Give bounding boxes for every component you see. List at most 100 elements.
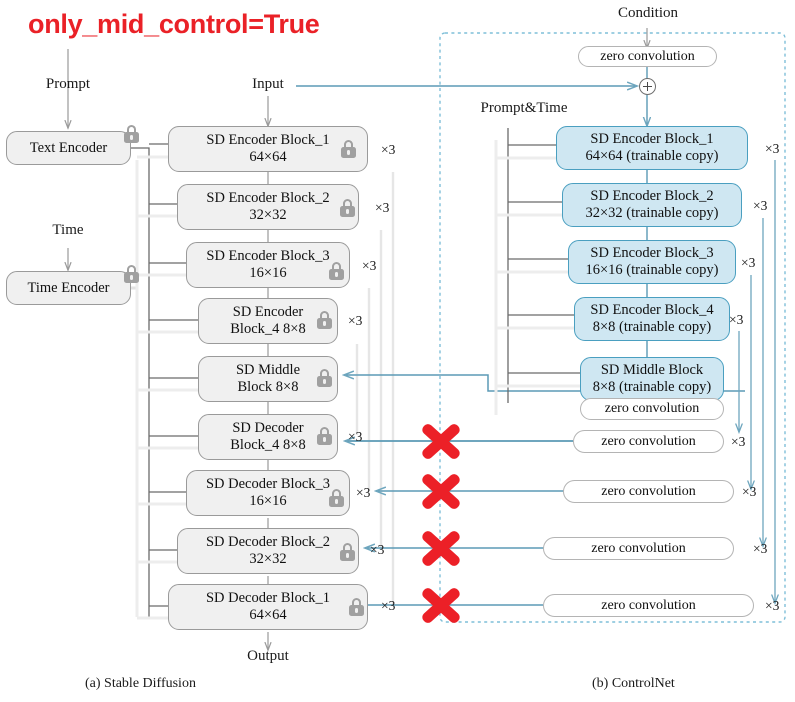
lock-icon [329, 262, 344, 280]
block-label-line2: 32×32 (trainable copy) [585, 205, 719, 221]
zero-convolution-label: zero convolution [600, 48, 695, 64]
multiplier-label: ×3 [742, 484, 757, 499]
block-label-line2: 16×16 (trainable copy) [585, 262, 719, 278]
block-label-line2: Block_4 8×8 [230, 437, 306, 453]
block-time-encoder-label: Time Encoder [27, 279, 110, 296]
block-label-line1: SD Encoder Block_1 [206, 132, 330, 149]
block-label-line1: SD Encoder Block_2 [590, 188, 714, 205]
block-label-line1: SD Decoder Block_3 [205, 476, 331, 493]
zero-convolution-1[interactable]: zero convolution [573, 430, 724, 453]
block-sd-decoder-3[interactable]: SD Decoder Block_3 16×16 [186, 470, 350, 516]
block-sd-encoder-2[interactable]: SD Encoder Block_2 32×32 [177, 184, 359, 230]
block-label-line1: SD Encoder Block_1 [590, 131, 714, 148]
multiplier-label: ×3 [753, 541, 768, 556]
block-label-line2: 64×64 [249, 607, 287, 623]
block-label-line1: SD Middle [235, 362, 301, 379]
multiplier-label: ×3 [753, 198, 768, 213]
block-text-encoder[interactable]: Text Encoder [6, 131, 131, 165]
disabled-connection-x-icon [418, 468, 464, 514]
multiplier-label: ×3 [741, 255, 756, 270]
label-prompt: Prompt [45, 76, 91, 92]
multiplier-label: ×3 [348, 429, 363, 444]
block-label-line1: SD Encoder Block_2 [206, 190, 330, 207]
zero-convolution-2[interactable]: zero convolution [563, 480, 734, 503]
block-sd-middle[interactable]: SD Middle Block 8×8 [198, 356, 338, 402]
caption-controlnet: (b) ControlNet [592, 676, 675, 691]
zero-convolution-mid[interactable]: zero convolution [580, 398, 724, 420]
add-operator-icon [639, 78, 656, 95]
lock-icon [124, 265, 139, 283]
block-sd-decoder-2[interactable]: SD Decoder Block_2 32×32 [177, 528, 359, 574]
zero-convolution-top[interactable]: zero convolution [578, 46, 717, 67]
label-condition: Condition [617, 5, 678, 21]
block-label-line2: 32×32 [249, 207, 287, 223]
lock-icon [317, 369, 332, 387]
lock-icon [340, 199, 355, 217]
block-label-line1: SD Middle Block [600, 362, 704, 379]
block-cn-middle[interactable]: SD Middle Block 8×8 (trainable copy) [580, 357, 724, 401]
multiplier-label: ×3 [731, 434, 746, 449]
block-label-line2: 16×16 [249, 493, 287, 509]
block-sd-decoder-1[interactable]: SD Decoder Block_1 64×64 [168, 584, 368, 630]
multiplier-label: ×3 [348, 313, 363, 328]
caption-stable-diffusion: (a) Stable Diffusion [85, 676, 196, 691]
block-text-encoder-label: Text Encoder [29, 139, 108, 156]
block-cn-encoder-1[interactable]: SD Encoder Block_1 64×64 (trainable copy… [556, 126, 748, 170]
zero-convolution-label: zero convolution [591, 540, 686, 556]
block-sd-encoder-3[interactable]: SD Encoder Block_3 16×16 [186, 242, 350, 288]
block-label-line1: SD Encoder [232, 304, 304, 321]
lock-icon [317, 311, 332, 329]
block-label-line1: SD Decoder Block_1 [205, 590, 331, 607]
zero-convolution-label: zero convolution [601, 483, 696, 499]
block-cn-encoder-2[interactable]: SD Encoder Block_2 32×32 (trainable copy… [562, 183, 742, 227]
zero-convolution-label: zero convolution [604, 401, 700, 417]
label-output: Output [247, 648, 289, 664]
multiplier-label: ×3 [381, 142, 396, 157]
label-prompt-time: Prompt&Time [480, 100, 568, 116]
label-time: Time [52, 222, 84, 238]
lock-icon [329, 489, 344, 507]
zero-convolution-3[interactable]: zero convolution [543, 537, 734, 560]
block-label-line1: SD Encoder Block_3 [590, 245, 714, 262]
block-label-line2: Block 8×8 [237, 379, 299, 395]
multiplier-label: ×3 [729, 312, 744, 327]
multiplier-label: ×3 [375, 200, 390, 215]
block-sd-decoder-4[interactable]: SD Decoder Block_4 8×8 [198, 414, 338, 460]
block-sd-encoder-1[interactable]: SD Encoder Block_1 64×64 [168, 126, 368, 172]
disabled-connection-x-icon [418, 418, 464, 464]
block-label-line2: 32×32 [249, 551, 287, 567]
multiplier-label: ×3 [381, 598, 396, 613]
block-label-line1: SD Encoder Block_3 [206, 248, 330, 265]
block-label-line2: 16×16 [249, 265, 287, 281]
block-cn-encoder-4[interactable]: SD Encoder Block_4 8×8 (trainable copy) [574, 297, 730, 341]
zero-convolution-label: zero convolution [601, 433, 696, 449]
block-label-line2: 8×8 (trainable copy) [592, 319, 712, 335]
lock-icon [341, 140, 356, 158]
block-label-line2: Block_4 8×8 [230, 321, 306, 337]
block-label-line2: 8×8 (trainable copy) [592, 379, 712, 395]
label-input: Input [252, 76, 284, 92]
block-time-encoder[interactable]: Time Encoder [6, 271, 131, 305]
lock-icon [317, 427, 332, 445]
block-sd-encoder-4[interactable]: SD Encoder Block_4 8×8 [198, 298, 338, 344]
block-label-line1: SD Encoder Block_4 [590, 302, 714, 319]
page-title: only_mid_control=True [28, 9, 320, 39]
block-label-line2: 64×64 [249, 149, 287, 165]
lock-icon [340, 543, 355, 561]
multiplier-label: ×3 [765, 141, 780, 156]
disabled-connection-x-icon [418, 582, 464, 628]
zero-convolution-label: zero convolution [601, 597, 696, 613]
disabled-connection-x-icon [418, 525, 464, 571]
multiplier-label: ×3 [765, 598, 780, 613]
zero-convolution-4[interactable]: zero convolution [543, 594, 754, 617]
multiplier-label: ×3 [370, 542, 385, 557]
lock-icon [124, 125, 139, 143]
block-label-line1: SD Decoder Block_2 [205, 534, 331, 551]
block-label-line2: 64×64 (trainable copy) [585, 148, 719, 164]
block-cn-encoder-3[interactable]: SD Encoder Block_3 16×16 (trainable copy… [568, 240, 736, 284]
controlnet-dashed-box [439, 32, 786, 623]
multiplier-label: ×3 [362, 258, 377, 273]
multiplier-label: ×3 [356, 485, 371, 500]
